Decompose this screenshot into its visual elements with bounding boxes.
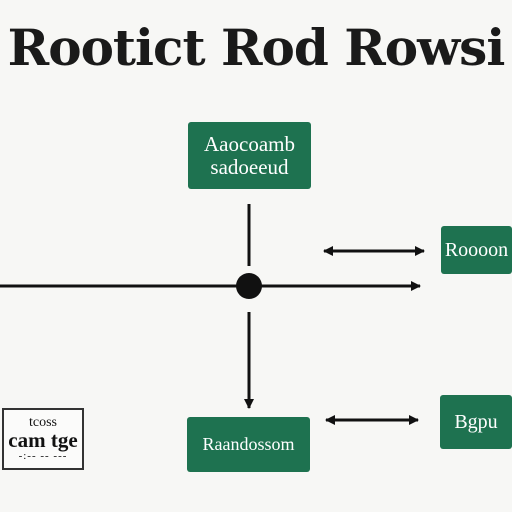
node-top-line2: sadoeeud (210, 154, 289, 179)
node-bottom-center-label: Raandossom (202, 434, 295, 455)
diagram-title: Rootict Rod Rowsi (7, 18, 506, 77)
node-bottom-right-label: Bgpu (454, 410, 498, 433)
node-left-line1: tcoss (29, 415, 57, 430)
node-right-mid: Roooon (441, 226, 512, 274)
node-right-mid-label: Roooon (444, 238, 509, 261)
node-left-outline: tcoss cam tge -:-- -- --- (2, 408, 84, 470)
node-bottom-right: Bgpu (440, 395, 512, 449)
node-bottom-center: Raandossom (187, 417, 310, 472)
node-top-line1: Aaocoamb (204, 132, 295, 157)
node-left-line2: cam tge (8, 428, 78, 452)
node-top: Aaocoamb sadoeeud (188, 122, 311, 189)
node-left-line3: -:-- -- --- (18, 450, 68, 462)
junction-dot (236, 273, 262, 299)
